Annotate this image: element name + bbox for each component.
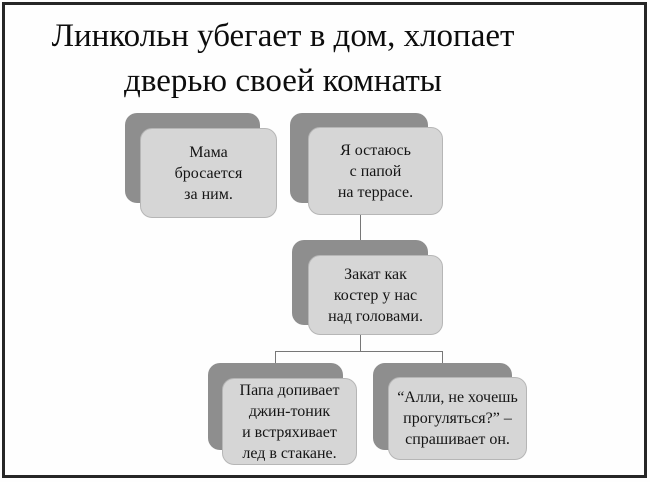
card-sunset: Закат как костер у нас над головами. [308,255,443,335]
card-alli-text: “Алли, не хочешь прогуляться?” – спрашив… [397,389,518,448]
connector-terrace-to-sunset [360,215,361,240]
connector-branch-horizontal [275,351,443,352]
card-terrace: Я остаюсь с папой на террасе. [308,127,443,215]
connector-branch-left-drop [275,352,276,363]
card-mama-text: Мама бросается за ним. [174,143,243,203]
connector-sunset-stem [360,335,361,351]
connector-branch-right-drop [442,352,443,363]
page-border-frame [2,2,647,478]
card-alli: “Алли, не хочешь прогуляться?” – спрашив… [388,377,527,460]
page-title: Линкольн убегает в дом, хлопает дверью с… [51,18,515,99]
card-terrace-text: Я остаюсь с папой на террасе. [337,141,414,201]
card-papa: Папа допивает джин-тоник и встряхивает л… [222,378,357,465]
card-sunset-text: Закат как костер у нас над головами. [328,265,423,325]
card-mama: Мама бросается за ним. [140,128,277,218]
card-papa-text: Папа допивает джин-тоник и встряхивает л… [239,381,340,462]
